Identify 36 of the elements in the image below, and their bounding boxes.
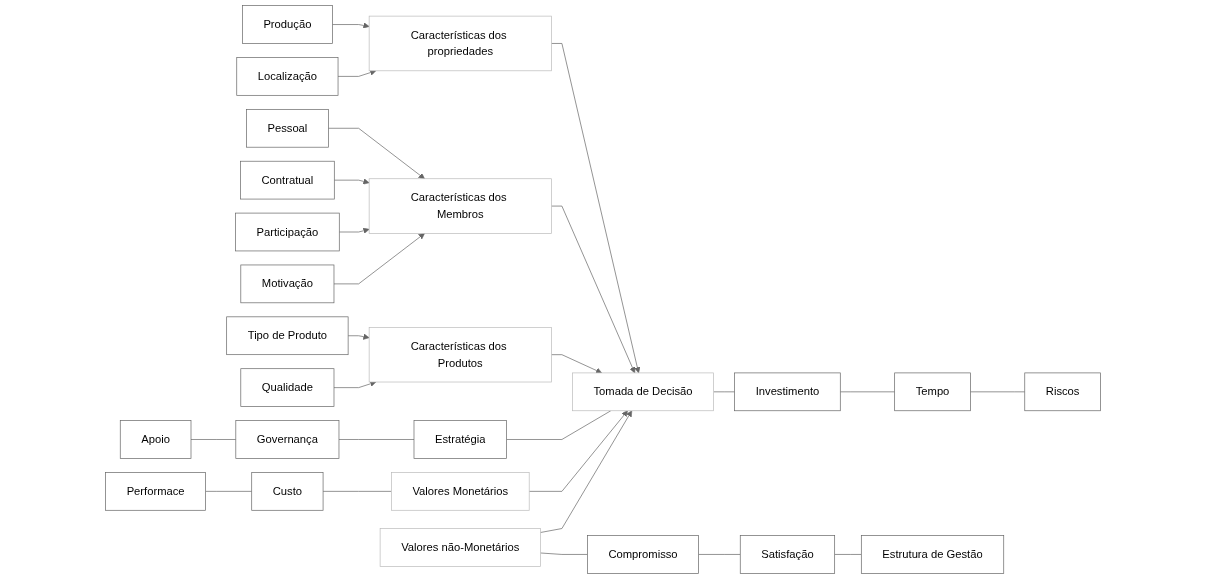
node-box: Riscos [1024,372,1101,412]
connector [322,491,392,492]
node-box: Tipo de Produto [226,316,349,356]
node-box: Valores não-Monetários [379,528,541,567]
node-box: Pessoal [246,109,329,148]
connector [506,410,612,440]
node-box: Qualidade [240,368,335,407]
connector [698,554,741,555]
connector [713,391,735,393]
node-box: Motivação [240,264,335,304]
node-box: Contratual [240,160,335,200]
node-box: Governança [235,420,340,459]
connector [540,552,588,555]
node-box: Apoio [119,420,192,459]
node-box: Características dos propriedades [368,15,552,72]
node-box: Localização [236,57,339,96]
node-box: Participação [235,212,340,252]
connector [834,554,862,555]
node-box: Performace [105,472,206,511]
node-box: Estratégia [413,420,507,459]
node-box: Investimento [734,372,841,412]
node-box: Estrutura de Gestão [860,535,1005,574]
node-box: Tempo [894,372,971,412]
node-box: Tomada de Decisão [572,372,714,412]
node-box: Custo [251,472,324,511]
node-box: Compromisso [587,535,699,574]
connector [839,391,895,393]
node-box: Satisfação [739,535,835,574]
node-box: Características dos Produtos [368,327,552,383]
connector [338,439,415,440]
connector [970,391,1026,393]
connector [190,439,237,440]
node-box: Produção [241,5,333,44]
node-box: Valores Monetários [390,472,530,511]
node-box: Características dos Membros [368,178,552,234]
connector [205,491,252,492]
